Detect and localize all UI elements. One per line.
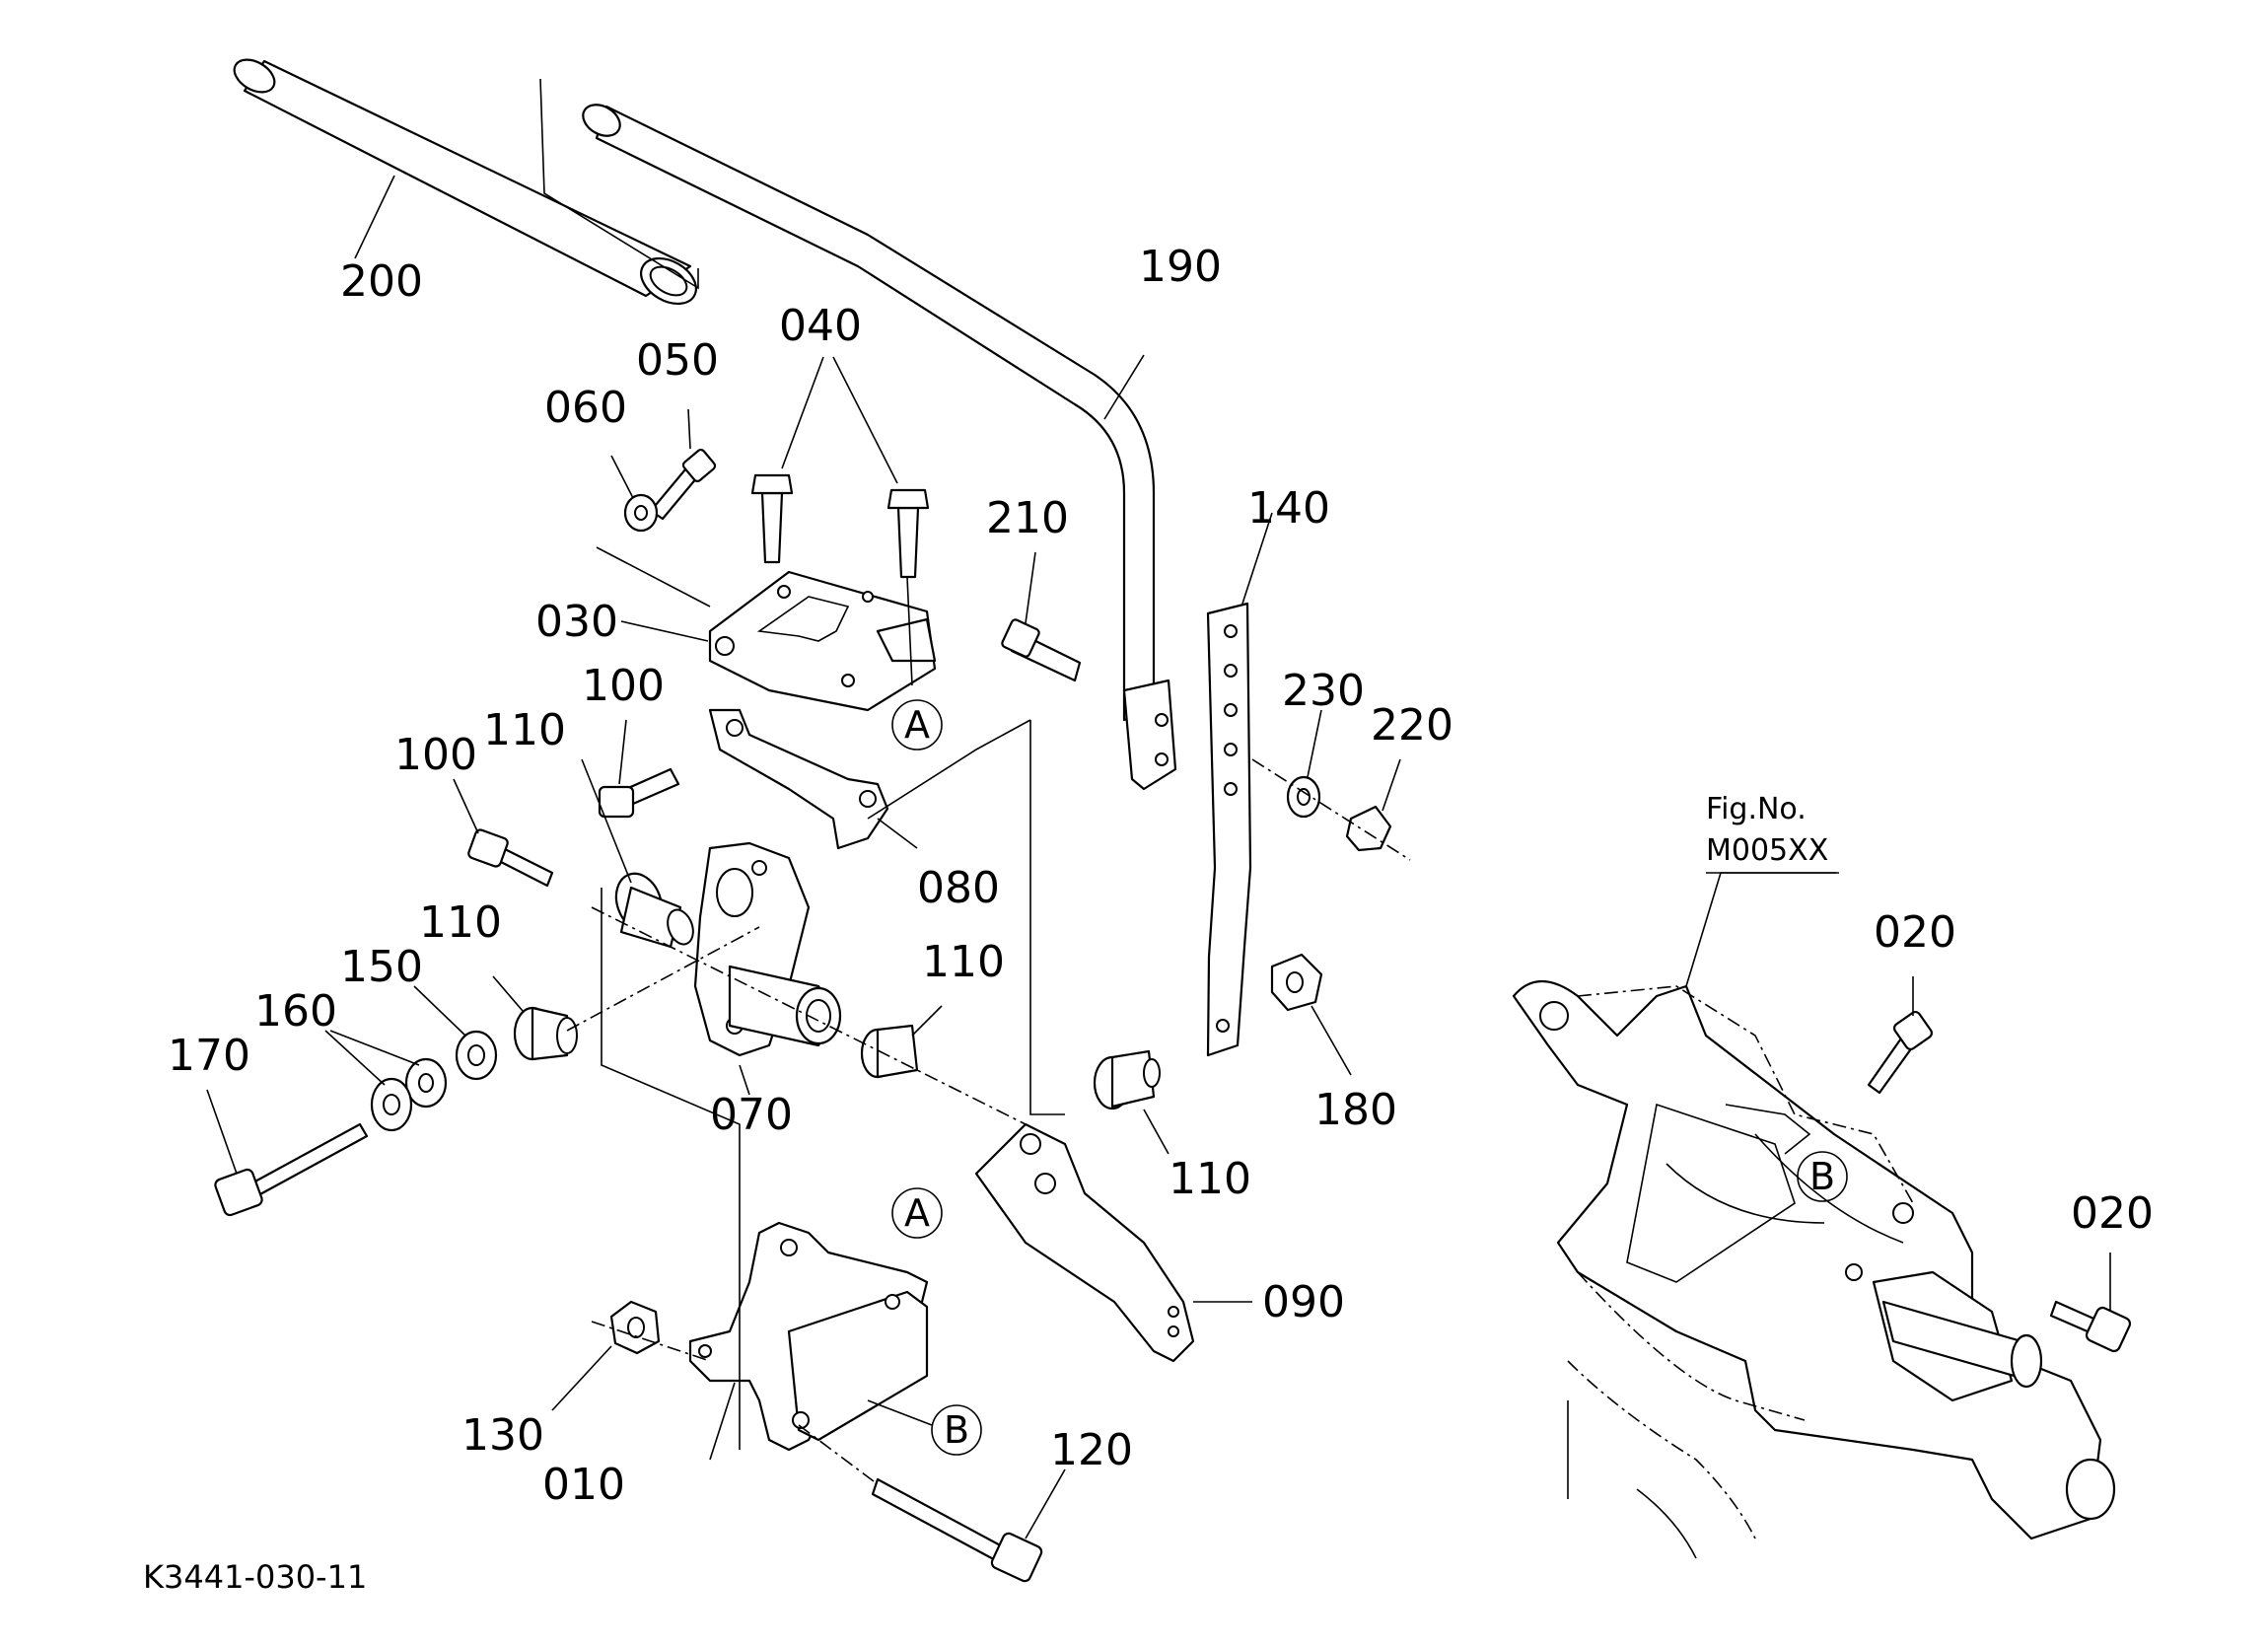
- bushing-110-d: [1093, 1049, 1169, 1155]
- bolt-100-lower: [453, 778, 554, 888]
- label-180: 180: [1314, 1085, 1397, 1135]
- label-150: 150: [340, 942, 423, 992]
- bolts-040: [750, 356, 930, 686]
- svg-text:A: A: [904, 1191, 930, 1235]
- shift-lever-190: [582, 104, 1177, 791]
- marker-a-upper: A: [891, 699, 943, 751]
- label-050: 050: [636, 335, 719, 386]
- label-130: 130: [461, 1410, 544, 1461]
- washers-160: [324, 1030, 448, 1132]
- svg-text:B: B: [944, 1408, 969, 1452]
- arm-090: [974, 1122, 1252, 1363]
- marker-b-inset: B: [1797, 1151, 1848, 1202]
- label-230: 230: [1282, 666, 1365, 716]
- label-020-upper: 020: [1874, 907, 1956, 958]
- label-010: 010: [542, 1460, 625, 1510]
- bolt-100-upper: [598, 719, 680, 819]
- label-110-c: 110: [922, 937, 1005, 987]
- bracket-030: [596, 546, 937, 712]
- marker-a-lower: A: [891, 1187, 943, 1239]
- inset-figure: [1512, 872, 2116, 1559]
- bracket-010: [601, 888, 929, 1461]
- label-060: 060: [544, 383, 627, 433]
- axis-line: [1251, 758, 1411, 861]
- bolt-210: [1001, 551, 1082, 682]
- label-140: 140: [1247, 483, 1330, 534]
- bolt-120: [798, 1424, 1066, 1583]
- grip-tube-200: [233, 58, 699, 306]
- label-110-a: 110: [483, 705, 566, 755]
- bolt-170: [206, 1089, 369, 1217]
- nut-220: [1345, 758, 1401, 852]
- label-160: 160: [254, 986, 337, 1037]
- lever-plate-080: [708, 708, 918, 850]
- label-170: 170: [168, 1031, 250, 1081]
- label-090: 090: [1262, 1277, 1345, 1327]
- label-200: 200: [340, 256, 423, 307]
- link-plate-140: [1206, 512, 1273, 1057]
- fig-code-label: M005XX: [1706, 833, 1828, 868]
- leader-line: [867, 719, 1031, 820]
- bolt-020-lower: [2049, 1253, 2132, 1353]
- nut-130: [551, 1300, 711, 1411]
- label-190: 190: [1139, 242, 1222, 292]
- nut-180: [1270, 953, 1352, 1076]
- label-020-lower: 020: [2071, 1188, 2154, 1239]
- label-110-b: 110: [419, 897, 502, 948]
- label-120: 120: [1050, 1425, 1133, 1475]
- diagram-code: K3441-030-11: [143, 1558, 367, 1596]
- label-030: 030: [535, 597, 618, 647]
- washer-230: [1286, 709, 1322, 819]
- svg-text:A: A: [904, 703, 930, 747]
- label-080: 080: [917, 863, 1000, 913]
- washer-150: [413, 985, 498, 1081]
- leader-line-2: [1029, 720, 1065, 1115]
- fig-no-label: Fig.No.: [1706, 792, 1807, 826]
- bushing-110-b: [492, 975, 578, 1061]
- marker-b-lower: B: [867, 1399, 982, 1456]
- label-100-upper: 100: [582, 661, 665, 711]
- label-040: 040: [779, 301, 862, 351]
- bushing-110-c: [860, 1005, 943, 1079]
- bushing-110-a: [581, 758, 694, 949]
- label-110-d: 110: [1169, 1154, 1251, 1204]
- lever-body-070: [693, 841, 842, 1096]
- washer-060: [610, 455, 659, 533]
- label-100-lower: 100: [394, 730, 477, 780]
- axis-line-3: [566, 926, 760, 1032]
- bolt-050: [649, 408, 717, 521]
- label-220: 220: [1371, 700, 1453, 751]
- bolt-020-upper: [1867, 976, 1934, 1095]
- label-070: 070: [710, 1090, 793, 1140]
- axis-line-2: [591, 906, 1027, 1125]
- svg-text:B: B: [1809, 1155, 1835, 1198]
- label-210: 210: [986, 493, 1069, 543]
